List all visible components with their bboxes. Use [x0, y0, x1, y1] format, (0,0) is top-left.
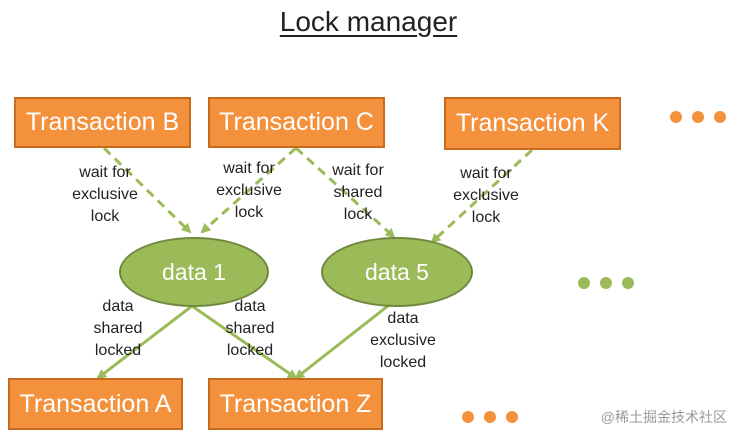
transaction-a-node: Transaction A: [8, 378, 183, 430]
edge-data1-to-a: [96, 304, 193, 380]
data-1-node: data 1: [119, 237, 269, 307]
edge-b-to-data1: [102, 146, 192, 234]
data-5-node: data 5: [321, 237, 473, 307]
diagram-title: Lock manager: [279, 6, 458, 37]
edge-c-to-data5: [294, 146, 396, 239]
edge-c-to-data1: [200, 146, 297, 234]
watermark-text: @稀土掘金技术社区: [600, 409, 727, 425]
transaction-b-node: Transaction B: [14, 97, 191, 148]
edge-data5-to-z: [294, 296, 399, 380]
ellipsis-middle-right: [578, 276, 644, 294]
ellipsis-top-right: [670, 110, 736, 128]
transaction-c-node: Transaction C: [208, 97, 385, 148]
transaction-z-node: Transaction Z: [208, 378, 383, 430]
edge-k-to-data5: [430, 148, 534, 244]
transaction-k-node: Transaction K: [444, 97, 621, 150]
ellipsis-bottom: [462, 410, 528, 428]
edge-data1-to-z: [191, 304, 298, 380]
